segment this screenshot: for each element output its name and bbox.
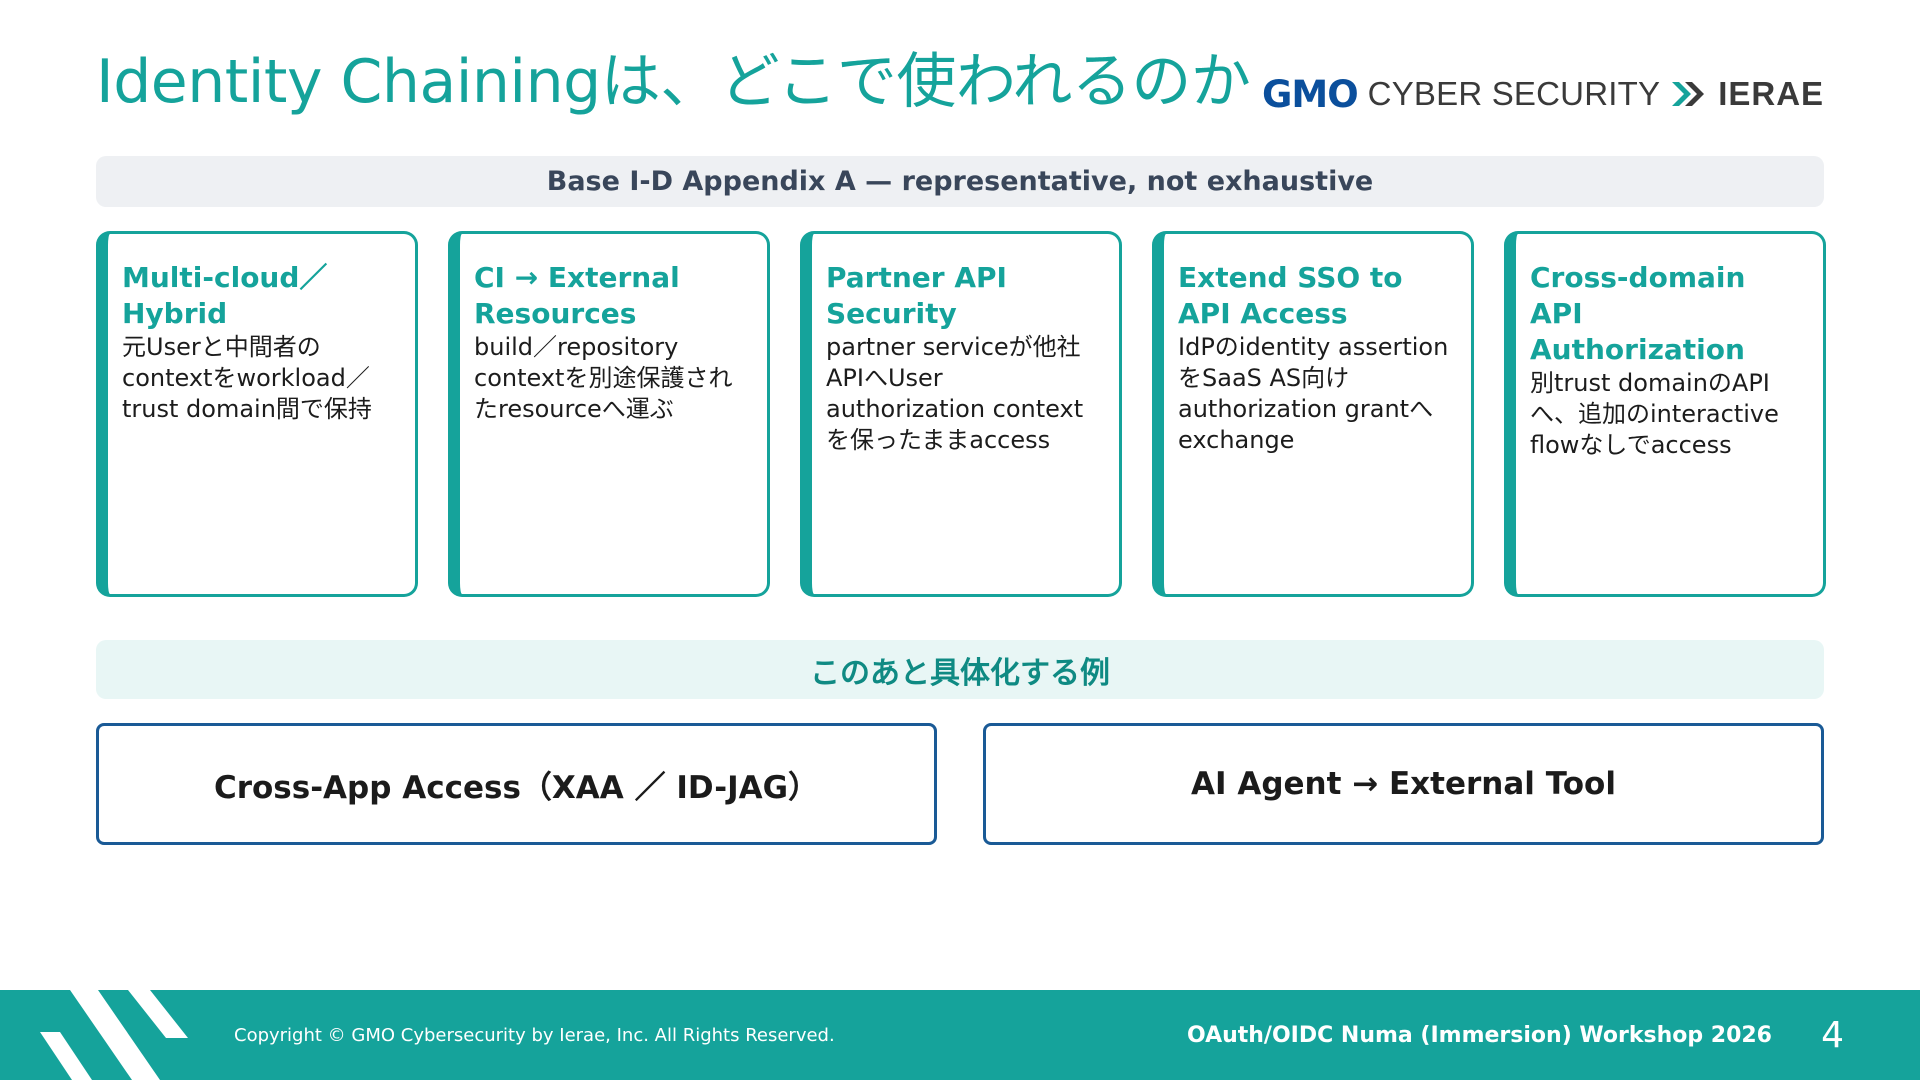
use-case-card-partner-api: Partner API Security partner serviceが他社A…: [800, 231, 1122, 597]
page-number: 4: [1821, 1014, 1844, 1056]
use-case-card-cross-domain: Cross-domain API Authorization 別trust do…: [1504, 231, 1826, 597]
example-label: Cross-App Access（XAA ／ ID-JAG）: [213, 769, 820, 806]
card-title: Multi-cloud／Hybrid: [122, 261, 328, 330]
card-title: CI → External Resources: [474, 261, 680, 330]
card-body: partner serviceが他社APIへUser authorization…: [826, 333, 1084, 454]
footer-bar: Copyright © GMO Cybersecurity by Ierae, …: [0, 990, 1920, 1080]
use-case-card-extend-sso: Extend SSO to API Access IdPのidentity as…: [1152, 231, 1474, 597]
card-title: Cross-domain API Authorization: [1530, 261, 1746, 366]
use-case-card-multi-cloud: Multi-cloud／Hybrid 元Userと中間者のcontextをwor…: [96, 231, 418, 597]
card-body: 別trust domainのAPIへ、追加のinteractive flowなし…: [1530, 369, 1779, 459]
example-box-xaa: Cross-App Access（XAA ／ ID-JAG）: [96, 723, 937, 845]
footer-stripes-icon: [40, 990, 188, 1080]
logo-ierae-text: IERAE: [1718, 75, 1825, 112]
examples-heading-banner: このあと具体化する例: [96, 640, 1824, 699]
company-logo: GMO CYBER SECURITY IERAE: [1262, 72, 1824, 116]
use-case-card-ci-external: CI → External Resources build／repository…: [448, 231, 770, 597]
example-box-ai-agent: AI Agent → External Tool: [983, 723, 1824, 845]
ierae-mark-icon: [1672, 82, 1705, 106]
logo-cyber-security-text: CYBER SECURITY: [1367, 75, 1661, 112]
workshop-title: OAuth/OIDC Numa (Immersion) Workshop 202…: [1186, 1022, 1772, 1048]
card-title: Partner API Security: [826, 261, 1007, 330]
card-body: IdPのidentity assertionをSaaS AS向けauthoriz…: [1178, 333, 1449, 454]
card-title: Extend SSO to API Access: [1178, 261, 1403, 330]
examples-heading: このあと具体化する例: [810, 655, 1110, 691]
copyright-text: Copyright © GMO Cybersecurity by Ierae, …: [234, 1024, 835, 1046]
card-body: 元Userと中間者のcontextをworkload／trust domain間…: [122, 333, 372, 423]
card-body: build／repository contextを別途保護されたresource…: [474, 333, 733, 423]
appendix-banner: Base I-D Appendix A — representative, no…: [96, 156, 1824, 207]
slide-title: Identity Chainingは、どこで使われるのか: [96, 47, 1251, 117]
logo-gmo-text: GMO: [1262, 72, 1359, 116]
appendix-banner-text: Base I-D Appendix A — representative, no…: [546, 166, 1374, 197]
example-label: AI Agent → External Tool: [1191, 766, 1616, 802]
